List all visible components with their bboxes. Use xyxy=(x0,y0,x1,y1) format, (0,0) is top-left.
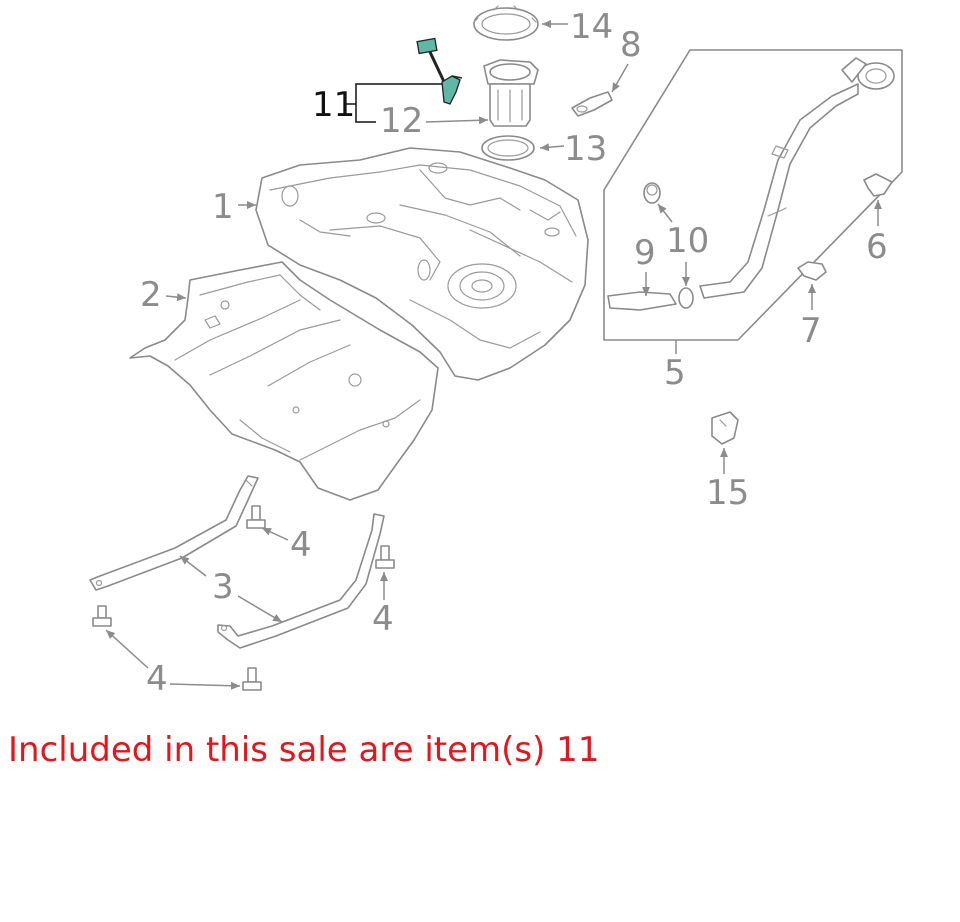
callout-3: 3 xyxy=(212,567,234,607)
tank-strap-front xyxy=(217,513,385,649)
sale-note: Included in this sale are item(s) 11 xyxy=(8,730,600,770)
callout-leaders xyxy=(105,20,882,690)
callout-4-upper: 4 xyxy=(290,525,312,565)
plug-part-8 xyxy=(571,91,613,117)
bolt-c xyxy=(92,605,112,627)
callout-5: 5 xyxy=(664,353,686,393)
callout-14: 14 xyxy=(570,7,613,47)
tank-strap-rear xyxy=(89,475,259,591)
callout-15: 15 xyxy=(706,473,749,513)
callout-10: 10 xyxy=(666,221,709,261)
callout-8: 8 xyxy=(620,25,642,65)
lock-ring-part-14 xyxy=(473,5,539,41)
callout-4-lower: 4 xyxy=(146,659,168,699)
fuel-level-sender-part-11 xyxy=(416,37,463,105)
callout-12: 12 xyxy=(380,101,423,141)
callout-9: 9 xyxy=(634,233,656,273)
sensor-part-15 xyxy=(711,411,739,445)
seal-part-13 xyxy=(481,135,535,161)
grommet-part-6 xyxy=(863,173,893,197)
callout-1: 1 xyxy=(212,187,234,227)
callout-6: 6 xyxy=(866,227,888,267)
bolt-a xyxy=(246,505,266,529)
callout-7: 7 xyxy=(800,311,822,351)
callout-2: 2 xyxy=(140,275,162,315)
bolt-d xyxy=(242,667,262,691)
heat-shield xyxy=(129,261,439,501)
clip-part-7 xyxy=(797,261,827,281)
parts-diagram: 1 2 3 4 4 4 4 5 6 7 8 9 10 11 12 13 14 1… xyxy=(89,5,903,699)
callout-4-right: 4 xyxy=(372,599,394,639)
filler-pipe-group xyxy=(603,49,903,341)
fuel-pump-part-12 xyxy=(483,59,539,127)
bolt-b xyxy=(375,545,395,569)
fuel-tank xyxy=(255,147,589,381)
callout-11: 11 xyxy=(312,85,355,125)
callout-13: 13 xyxy=(564,129,607,169)
